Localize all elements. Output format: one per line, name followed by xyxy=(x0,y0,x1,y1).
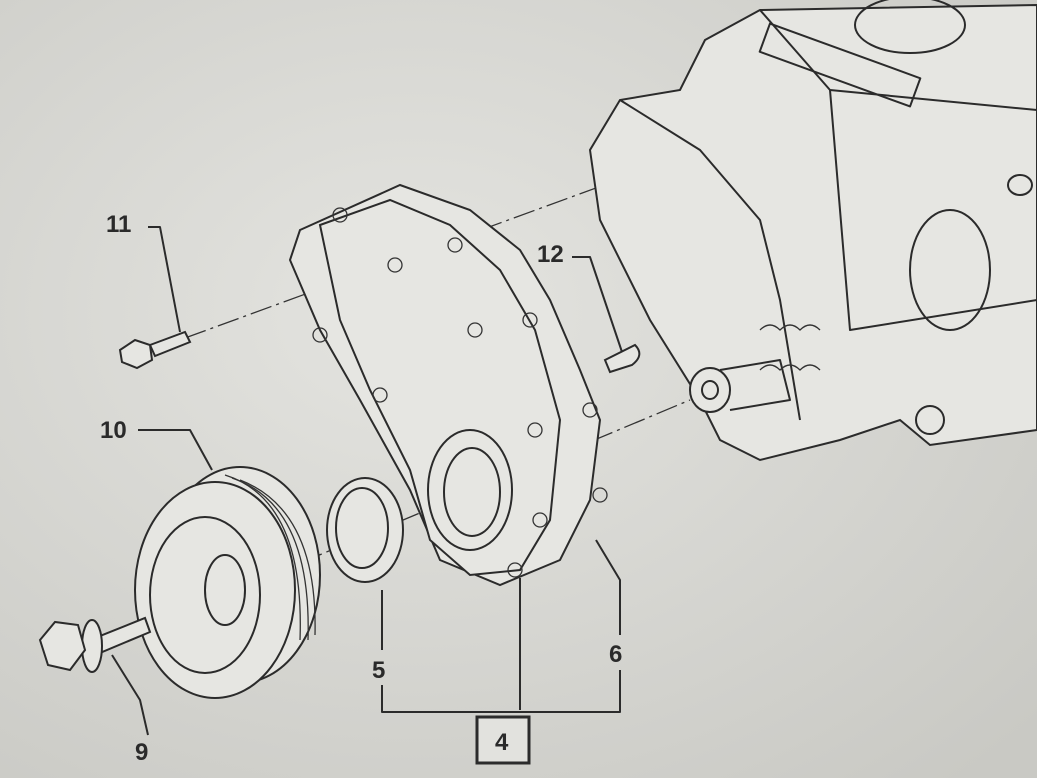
callout-4: 4 xyxy=(495,729,509,756)
callout-6: 6 xyxy=(609,641,622,668)
callout-11: 11 xyxy=(106,211,131,238)
oil-seal xyxy=(326,477,404,583)
callout-9: 9 xyxy=(135,739,148,766)
leader-lines xyxy=(111,226,623,736)
key-part xyxy=(603,343,641,374)
engine-block xyxy=(588,0,1037,462)
bolt-part xyxy=(118,330,192,370)
callout-12: 12 xyxy=(537,241,564,268)
callout-10: 10 xyxy=(100,417,127,444)
callout-4-box xyxy=(475,715,531,765)
pulley xyxy=(134,466,321,699)
pulley-bolt-part xyxy=(38,616,152,673)
callout-5: 5 xyxy=(372,657,385,684)
front-cover xyxy=(312,198,608,578)
